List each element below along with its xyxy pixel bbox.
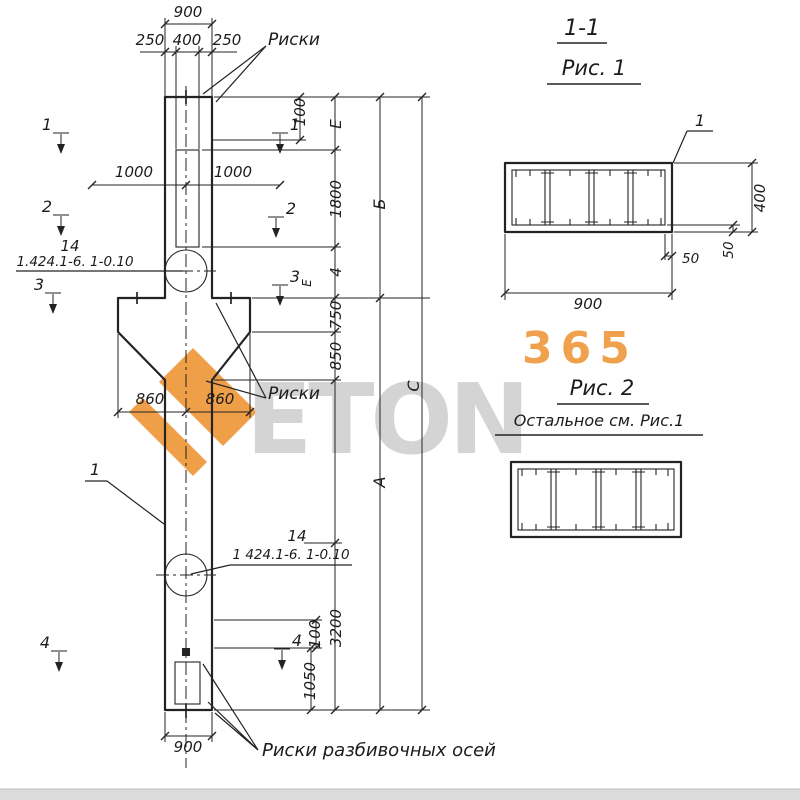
cut-marker-2-left: [53, 214, 69, 236]
section2-rebar-hooks: [521, 469, 669, 530]
column-outline: [116, 95, 252, 712]
cut-label-4-right: 4: [292, 631, 302, 650]
dim-1050: 1050: [301, 662, 319, 700]
section-title: 1-1: [564, 16, 600, 41]
fig2-title: Рис. 2: [570, 376, 635, 400]
riski-axes-label: Риски разбивочных осей: [262, 740, 496, 761]
column-bottom-recess: [174, 661, 201, 705]
dimension-ticks: [87, 19, 427, 741]
dim-3200: 3200: [327, 609, 345, 647]
dim-100-bottom: 100: [306, 620, 324, 649]
position-1-label: 1: [90, 460, 100, 479]
section1-rebar-hooks: [515, 170, 662, 225]
section1-dim-900: 900: [574, 295, 603, 313]
dim-1800: 1800: [327, 180, 345, 218]
dim-250-right: 250: [213, 31, 242, 49]
dim-E: Е: [327, 119, 345, 129]
cut-marker-3-left: [45, 292, 61, 314]
column-recess: [175, 149, 200, 248]
cut-label-2-right: 2: [286, 199, 296, 218]
watermark-logo-stripe: [140, 379, 226, 465]
anchor-top-ref: 1.424.1-6. 1-0.10: [16, 254, 133, 270]
section1-dim-50a: 50: [721, 241, 737, 258]
cut-marker-1-left: [53, 132, 69, 154]
dim-A: А: [370, 477, 389, 489]
fig1-title: Рис. 1: [562, 56, 627, 80]
riski-label-mid: Риски: [268, 384, 320, 404]
cut-marker-1-right: [272, 132, 288, 154]
dim-E-small: Е: [300, 279, 314, 287]
dim-250-left: 250: [136, 31, 165, 49]
section1-dim-400: 400: [751, 184, 769, 213]
section2-outer: [509, 460, 683, 539]
dim-860-right: 860: [206, 390, 235, 408]
cut-marker-4-left: [51, 650, 67, 672]
cut-marker-4-right: [274, 648, 290, 670]
cut-label-1-right: 1: [290, 115, 300, 134]
embedded-mark: [182, 648, 190, 656]
anchor-circle-bottom: [164, 553, 208, 597]
dim-900-bottom: 900: [174, 738, 203, 756]
anchor-bottom-number: 14: [287, 527, 306, 545]
dim-C: С: [404, 380, 423, 392]
cut-label-3-left: 3: [34, 275, 44, 294]
cut-label-4-left: 4: [40, 633, 50, 652]
dim-1000-right: 1000: [214, 163, 252, 181]
watermark-word: ETON: [246, 363, 526, 476]
cut-marker-3-right: [272, 284, 288, 306]
riski-label-top: Риски: [268, 30, 320, 50]
section-view-fig2: [509, 460, 683, 539]
fig2-note: Остальное см. Рис.1: [514, 411, 685, 430]
anchor-bottom-ref: 1 424.1-6. 1-0.10: [232, 547, 349, 563]
cut-label-1-left: 1: [42, 115, 52, 134]
extension-lines: [117, 18, 430, 742]
risk-ticks: [136, 90, 232, 718]
dim-400: 400: [173, 31, 202, 49]
dim-860-left: 860: [136, 390, 165, 408]
cut-label-2-left: 2: [42, 197, 52, 216]
watermark-number: 365: [522, 323, 638, 374]
elevation-view: [116, 86, 252, 768]
dim-850: 850: [327, 342, 345, 371]
leader-lines: [16, 45, 352, 751]
section-view-fig1: 1 400 50 50 900: [500, 111, 769, 313]
horizontal-scrollbar[interactable]: [0, 788, 800, 800]
section1-pos-label: 1: [695, 111, 705, 130]
dim-4: 4: [327, 267, 345, 277]
section1-dividers: [544, 170, 634, 225]
cut-marker-2-right: [268, 216, 284, 238]
section1-dim-50b: 50: [682, 251, 699, 267]
section1-outer: [503, 161, 674, 234]
dim-100-top: 100: [291, 98, 309, 127]
dim-750: 750: [327, 301, 345, 330]
dim-1000-left: 1000: [115, 163, 153, 181]
section2-dividers: [550, 469, 642, 530]
cut-label-3-right: 3: [290, 267, 300, 286]
cut-markers: [45, 132, 290, 672]
title-underlines: [495, 42, 703, 436]
dim-B: Б: [370, 198, 389, 209]
anchor-top-number: 14: [60, 237, 79, 255]
dim-900-top: 900: [174, 3, 203, 21]
